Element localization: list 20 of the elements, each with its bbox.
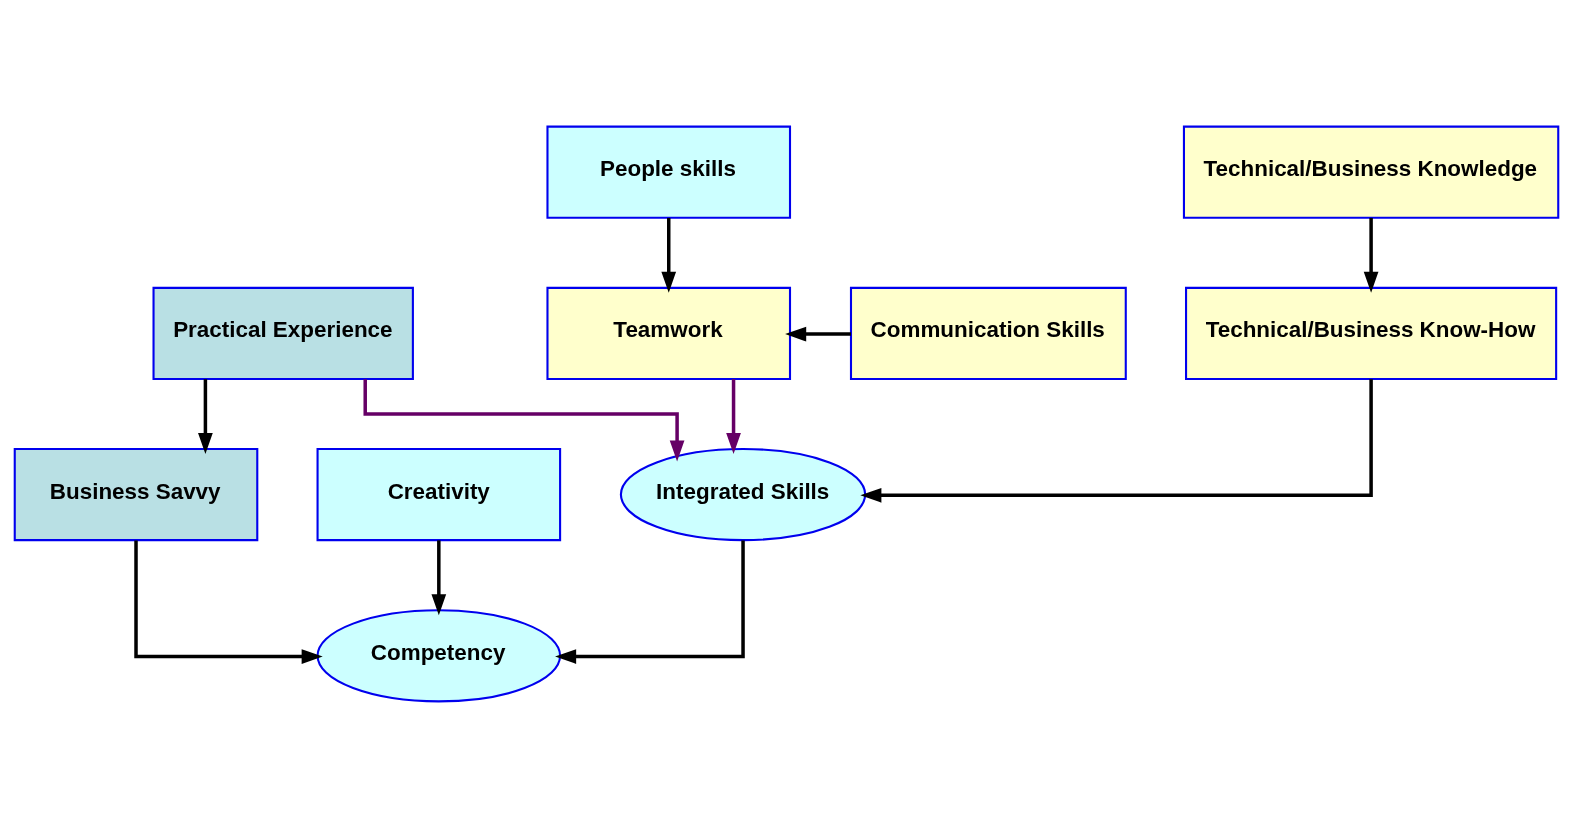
node-box: Practical Experience [152, 286, 414, 380]
node-box: Technical/Business Know-How [1185, 286, 1558, 380]
arrow [134, 540, 323, 664]
arrow [1363, 217, 1379, 293]
node-box: Business Savvy [13, 448, 259, 542]
node-ellipse: Competency [316, 609, 562, 703]
arrow [661, 217, 677, 293]
node-box: People skills [546, 125, 792, 219]
arrow [431, 540, 447, 616]
node-ellipse: Integrated Skills [619, 448, 867, 542]
node-box: Teamwork [546, 286, 792, 380]
arrow [726, 379, 741, 455]
node-box: Communication Skills [849, 286, 1127, 380]
arrow [860, 379, 1373, 503]
arrow [198, 379, 213, 455]
arrow [363, 379, 685, 462]
node-box: Creativity [316, 448, 562, 542]
arrow [785, 326, 851, 342]
node-box: Technical/Business Knowledge [1182, 125, 1560, 219]
arrow [555, 540, 745, 664]
